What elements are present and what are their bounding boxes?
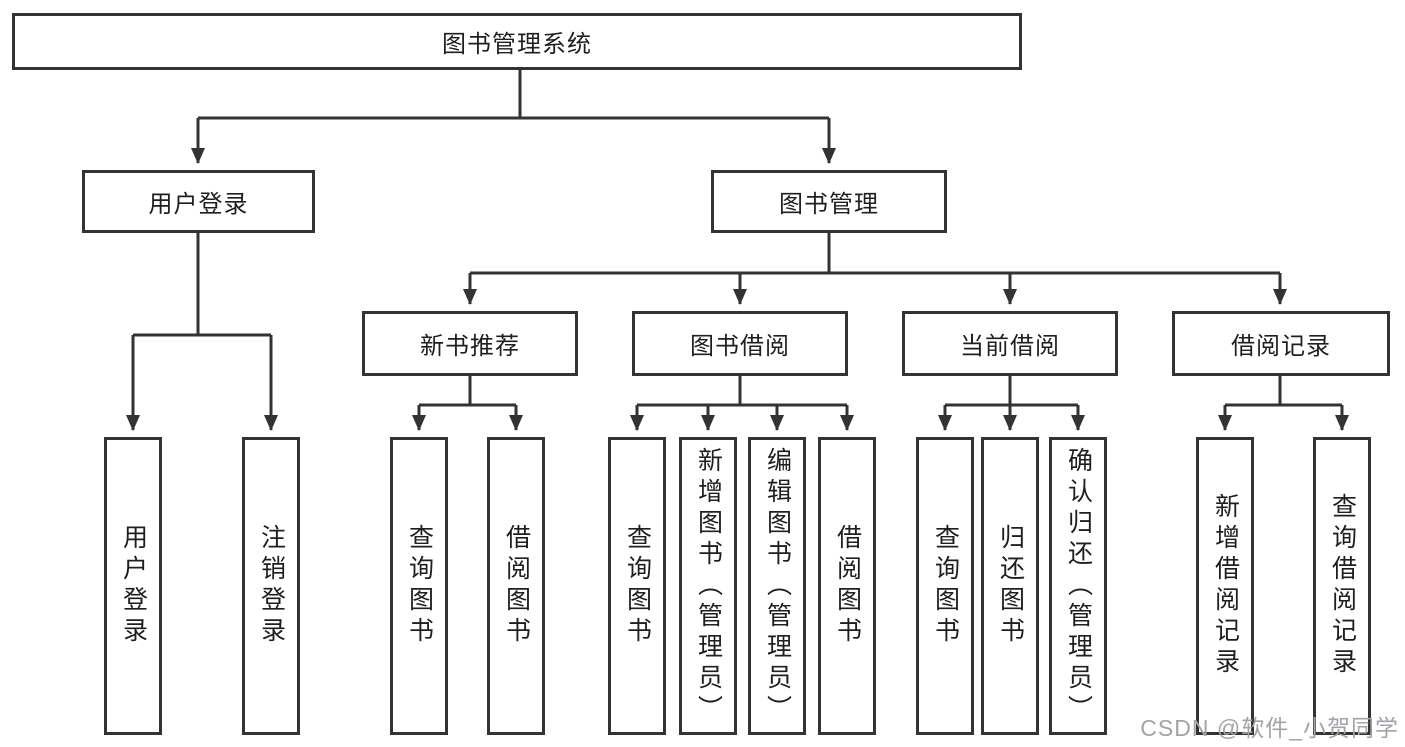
leaf-bb-query-book: 查询图书 [608,437,666,735]
leaf-nb-query-book-label: 查询图书 [405,524,434,648]
node-current-borrowing: 当前借阅 [902,311,1118,376]
node-book-borrowing: 图书借阅 [632,311,848,376]
node-new-book-recommend: 新书推荐 [362,311,578,376]
node-root-label: 图书管理系统 [442,31,592,58]
node-current-borrowing-label: 当前借阅 [960,333,1060,360]
leaf-cb-return-book-label: 归还图书 [996,524,1025,648]
leaf-logout: 注销登录 [242,437,300,735]
leaf-bb-borrow-book-label: 借阅图书 [833,524,862,648]
leaf-nb-borrow-book: 借阅图书 [487,437,545,735]
leaf-bb-borrow-book: 借阅图书 [818,437,876,735]
leaf-bb-edit-book-admin: 编辑图书（管理员） [748,437,806,735]
leaf-br-add-record-label: 新增借阅记录 [1211,493,1240,679]
leaf-br-query-record-label: 查询借阅记录 [1328,493,1357,679]
leaf-nb-borrow-book-label: 借阅图书 [502,524,531,648]
leaf-cb-confirm-return-admin: 确认归还（管理员） [1049,437,1107,735]
leaf-nb-query-book: 查询图书 [390,437,448,735]
node-borrowing-records-label: 借阅记录 [1231,333,1331,360]
node-book-borrowing-label: 图书借阅 [690,333,790,360]
node-book-management-label: 图书管理 [779,191,879,218]
leaf-bb-add-book-admin: 新增图书（管理员） [679,437,737,735]
node-root: 图书管理系统 [12,13,1022,70]
node-book-management: 图书管理 [711,170,947,233]
leaf-cb-query-book: 查询图书 [916,437,974,735]
leaf-bb-add-book-admin-label: 新增图书（管理员） [694,446,723,726]
leaf-bb-query-book-label: 查询图书 [623,524,652,648]
leaf-bb-edit-book-admin-label: 编辑图书（管理员） [763,446,792,726]
leaf-cb-confirm-return-admin-label: 确认归还（管理员） [1064,446,1093,726]
node-borrowing-records: 借阅记录 [1172,311,1390,376]
leaf-br-add-record: 新增借阅记录 [1196,437,1254,735]
leaf-br-query-record: 查询借阅记录 [1313,437,1371,735]
leaf-cb-return-book: 归还图书 [981,437,1039,735]
leaf-cb-query-book-label: 查询图书 [931,524,960,648]
node-new-book-recommend-label: 新书推荐 [420,333,520,360]
node-user-login: 用户登录 [82,170,315,233]
leaf-user-login-label: 用户登录 [119,524,148,648]
node-user-login-label: 用户登录 [148,191,249,218]
watermark-text: CSDN @软件_小贺同学 [1140,715,1399,741]
leaf-user-login: 用户登录 [104,437,162,735]
leaf-logout-label: 注销登录 [257,524,286,648]
